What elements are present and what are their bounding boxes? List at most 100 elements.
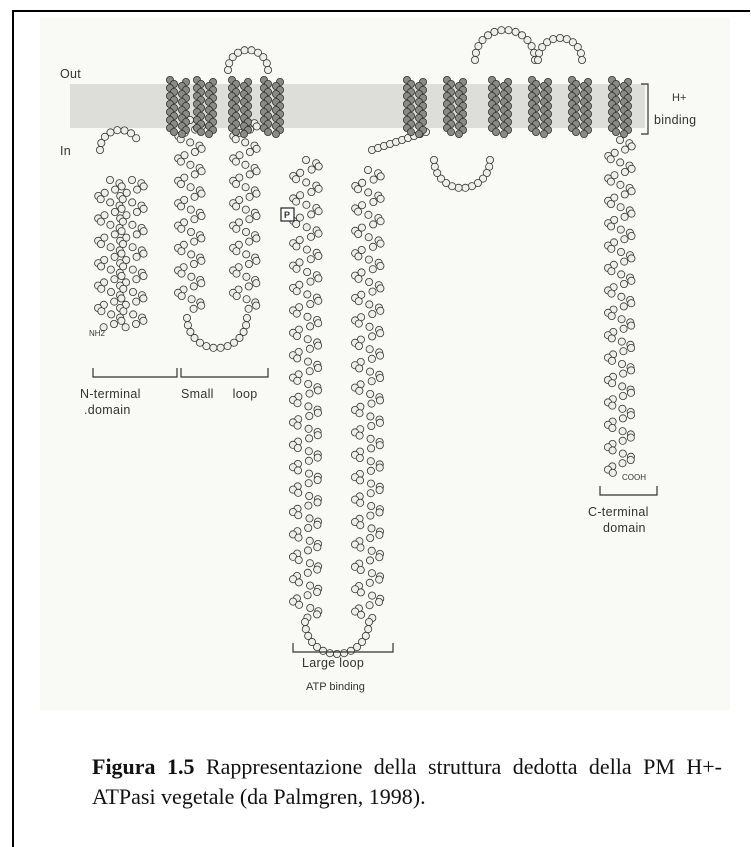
residue-bead — [609, 402, 616, 409]
residue-bead — [140, 317, 147, 324]
residue-bead — [243, 296, 250, 303]
residue-bead — [107, 244, 114, 251]
residue-bead — [108, 311, 115, 318]
residue-bead — [314, 544, 321, 551]
residue-bead — [608, 245, 615, 252]
residue-bead — [620, 130, 627, 137]
residue-bead — [118, 250, 125, 257]
residue-bead — [376, 397, 383, 404]
residue-bead — [301, 618, 308, 625]
residue-bead — [366, 323, 373, 330]
residue-bead — [242, 206, 249, 213]
residue-bead — [107, 221, 114, 228]
residue-bead — [377, 218, 384, 225]
residue-bead — [112, 186, 119, 193]
residue-bead — [308, 211, 315, 218]
residue-bead — [253, 123, 260, 130]
residue-bead — [306, 537, 313, 544]
residue-bead — [622, 146, 629, 153]
residue-bead — [366, 301, 373, 308]
residue-bead — [314, 499, 321, 506]
residue-bead — [306, 368, 313, 375]
residue-bead — [620, 370, 627, 377]
residue-bead — [627, 412, 634, 419]
residue-bead — [578, 56, 585, 63]
residue-bead — [253, 212, 260, 219]
residue-bead — [315, 163, 322, 170]
residue-bead — [210, 344, 217, 351]
residue-bead — [96, 146, 103, 153]
residue-bead — [246, 216, 253, 223]
residue-bead — [272, 130, 279, 137]
residue-bead — [98, 308, 105, 315]
residue-bead — [628, 344, 635, 351]
in-label: In — [60, 144, 71, 158]
residue-bead — [118, 205, 125, 212]
residue-bead — [619, 460, 626, 467]
residue-bead — [111, 298, 118, 305]
residue-bead — [140, 272, 147, 279]
residue-bead — [628, 232, 635, 239]
residue-bead — [314, 521, 321, 528]
residue-bead — [178, 248, 185, 255]
residue-bead — [376, 509, 383, 516]
residue-bead — [367, 458, 374, 465]
residue-bead — [243, 273, 250, 280]
residue-bead — [242, 184, 249, 191]
residue-bead — [118, 183, 125, 190]
residue-bead — [621, 168, 628, 175]
residue-bead — [365, 256, 372, 263]
residue-bead — [580, 130, 587, 137]
residue-bead — [608, 223, 615, 230]
residue-bead — [628, 143, 635, 150]
residue-bead — [304, 358, 311, 365]
residue-bead — [314, 566, 321, 573]
residue-bead — [303, 224, 310, 231]
residue-bead — [307, 300, 314, 307]
residue-bead — [295, 512, 302, 519]
residue-bead — [305, 524, 312, 531]
residue-bead — [133, 208, 140, 215]
residue-bead — [191, 148, 198, 155]
n-terminal-bracket — [93, 368, 177, 377]
residue-bead — [376, 419, 383, 426]
residue-bead — [242, 161, 249, 168]
residue-bead — [243, 251, 250, 258]
residue-bead — [107, 288, 114, 295]
residue-bead — [308, 166, 315, 173]
residue-bead — [607, 200, 614, 207]
residue-bead — [376, 554, 383, 561]
residue-bead — [307, 233, 314, 240]
residue-bead — [306, 560, 313, 567]
residue-bead — [187, 328, 194, 335]
residue-bead — [253, 168, 260, 175]
residue-bead — [314, 476, 321, 483]
residue-bead — [184, 322, 191, 329]
nh2-label: NH2 — [89, 329, 106, 338]
residue-bead — [306, 390, 313, 397]
residue-bead — [191, 216, 198, 223]
residue-bead — [307, 278, 314, 285]
residue-bead — [140, 228, 147, 235]
residue-bead — [620, 280, 627, 287]
residue-bead — [628, 165, 635, 172]
residue-bead — [621, 258, 628, 265]
residue-bead — [110, 320, 117, 327]
residue-bead — [245, 283, 252, 290]
residue-bead — [232, 158, 239, 165]
residue-bead — [619, 437, 626, 444]
c-terminal-bracket — [600, 486, 657, 495]
residue-bead — [129, 199, 136, 206]
residue-bead — [188, 273, 195, 280]
residue-bead — [315, 297, 322, 304]
residue-bead — [302, 626, 309, 633]
residue-bead — [232, 180, 239, 187]
residue-bead — [307, 604, 314, 611]
residue-bead — [246, 171, 253, 178]
residue-bead — [314, 454, 321, 461]
residue-bead — [358, 611, 365, 618]
residue-bead — [472, 49, 479, 56]
residue-bead — [609, 447, 616, 454]
residue-bead — [120, 263, 127, 270]
residue-bead — [314, 432, 321, 439]
